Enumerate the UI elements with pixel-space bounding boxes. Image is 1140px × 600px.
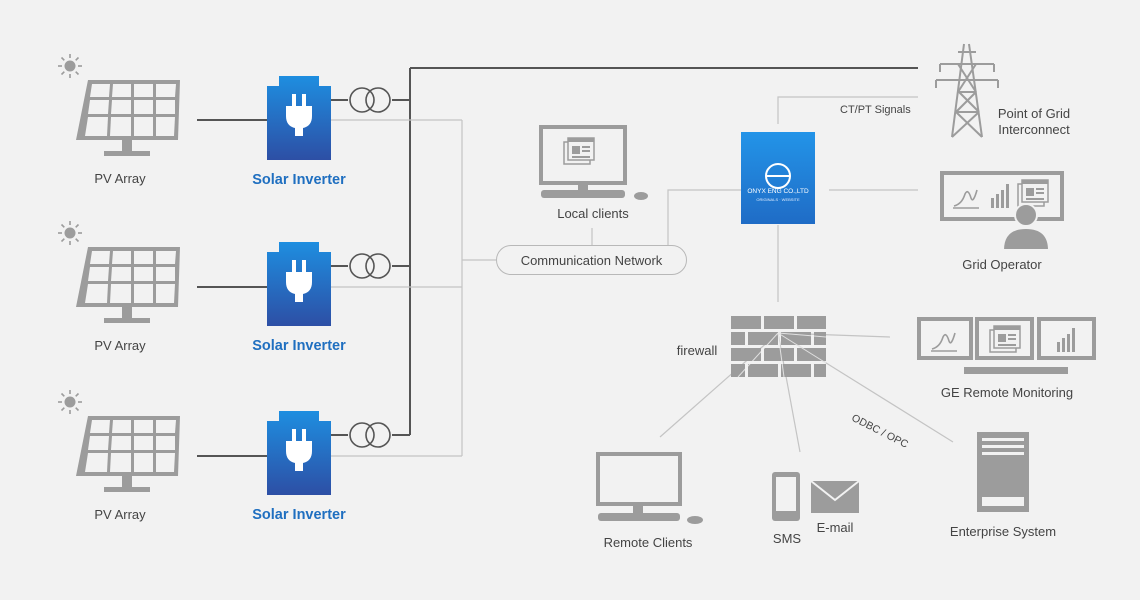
transformer-icon xyxy=(349,422,391,448)
communication-network-node: Communication Network xyxy=(496,245,687,275)
firewall-rays xyxy=(737,332,827,378)
pv-array-label: PV Array xyxy=(94,338,146,353)
remote-clients-monitor-icon xyxy=(596,452,703,524)
solar-panel-icon xyxy=(76,80,180,156)
pv-array-3 xyxy=(57,389,180,492)
grid-operator-icon xyxy=(940,171,1064,251)
solar-panel-icon xyxy=(76,247,180,323)
communication-lines xyxy=(331,96,954,457)
transformer-icon xyxy=(349,253,391,279)
solar-inverter-icon xyxy=(267,76,331,160)
onyx-controller: ONYX ENG CO.,LTD ORIGINALS · WEBSITE xyxy=(741,132,815,224)
pv-array-1 xyxy=(57,53,180,156)
ct-pt-signals-label: CT/PT Signals xyxy=(840,104,911,116)
sun-icon xyxy=(57,220,83,246)
firewall-icon xyxy=(731,316,826,377)
ge-remote-monitoring-icon xyxy=(917,317,1096,374)
sun-icon xyxy=(57,389,83,415)
email-label: E-mail xyxy=(816,520,854,535)
sms-label: SMS xyxy=(772,531,802,546)
phone-icon xyxy=(772,472,800,521)
point-of-grid-label: Point of Grid Interconnect xyxy=(997,106,1071,137)
pv-array-label: PV Array xyxy=(94,507,146,522)
transmission-tower-icon xyxy=(935,43,999,138)
enterprise-system-label: Enterprise System xyxy=(949,524,1057,539)
controller-brand-sub: ORIGINALS · WEBSITE xyxy=(756,197,800,202)
solar-inverter-label: Solar Inverter xyxy=(252,338,346,354)
envelope-icon xyxy=(810,480,860,513)
transformer-icon xyxy=(349,87,391,113)
pv-array-2 xyxy=(57,220,180,323)
grid-operator-label: Grid Operator xyxy=(962,257,1042,272)
solar-inverter-label: Solar Inverter xyxy=(252,172,346,188)
ge-remote-monitoring-label: GE Remote Monitoring xyxy=(940,385,1074,400)
power-lines xyxy=(197,67,918,457)
firewall-label: firewall xyxy=(676,343,718,358)
controller-brand: ONYX ENG CO.,LTD xyxy=(747,188,809,195)
local-clients-label: Local clients xyxy=(557,206,629,221)
solar-inverter-icon xyxy=(267,411,331,495)
solar-panel-icon xyxy=(76,416,180,492)
remote-clients-label: Remote Clients xyxy=(603,535,693,550)
local-clients-monitor-icon xyxy=(539,125,648,200)
sun-icon xyxy=(57,53,83,79)
solar-inverter-label: Solar Inverter xyxy=(252,507,346,523)
communication-network-label: Communication Network xyxy=(520,253,663,268)
enterprise-server-icon xyxy=(977,432,1029,512)
pv-array-label: PV Array xyxy=(94,171,146,186)
solar-inverter-icon xyxy=(267,242,331,326)
onyx-logo-icon xyxy=(765,163,791,189)
